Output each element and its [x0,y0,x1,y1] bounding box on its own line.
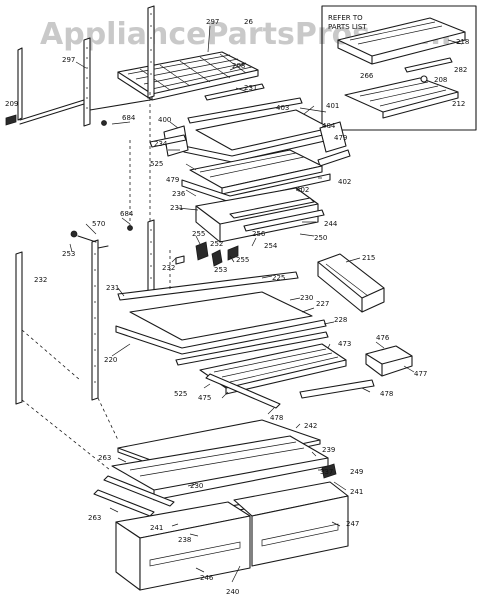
clip-parts [175,241,239,267]
label-236: 236 [172,190,186,198]
middle-posts [70,219,155,401]
label-263b: 263 [88,514,101,522]
label-403: 403 [276,104,289,112]
label-253a: 253 [62,250,75,258]
label-242: 242 [304,422,317,430]
rail-244 [243,209,325,232]
right-upper-post [147,5,155,99]
label-230b: 230 [190,482,203,490]
label-256: 256 [252,230,266,238]
label-404: 404 [322,122,336,130]
left-long-rail-232 [15,251,111,471]
label-478a: 478 [380,390,393,398]
label-241b: 241 [150,524,163,532]
label-230a: 230 [300,294,313,302]
label-232a: 232 [162,264,175,272]
label-218: 218 [456,38,469,46]
label-337: 337 [320,468,333,476]
label-241a: 241 [350,488,363,496]
label-225: 225 [272,274,285,282]
leader-lines [69,25,463,583]
label-475: 475 [198,394,211,402]
label-684b: 684 [120,210,134,218]
label-231a: 231 [244,84,257,92]
label-26: 26 [244,18,253,26]
glass-shelf-230 [115,291,329,366]
rail-403 [187,97,303,124]
label-254: 254 [264,242,278,250]
label-249: 249 [350,468,363,476]
label-212: 212 [452,100,465,108]
label-208a: 208 [232,62,245,70]
label-238: 238 [178,536,191,544]
clip-249 [321,463,337,479]
callout-labels: 297 26 218 297 208 231 266 282 209 208 2… [5,18,469,596]
label-477: 477 [414,370,427,378]
label-684a: 684 [122,114,136,122]
label-250: 250 [314,234,327,242]
label-240: 240 [226,588,239,596]
label-228: 228 [334,316,347,324]
label-247: 247 [346,520,359,528]
label-231b: 231 [170,204,183,212]
bracket-404 [319,121,347,153]
label-525a: 525 [150,160,163,168]
label-402b: 402 [296,186,309,194]
label-297b: 297 [62,56,75,64]
label-252: 252 [210,240,223,248]
rail-225 [117,271,299,301]
crisper-frame-473 [199,343,347,409]
bracket-479-right [317,149,351,167]
label-479b: 479 [166,176,179,184]
label-208b: 208 [434,76,447,84]
snack-pan [195,187,325,243]
inset-caption-line-1: REFER TO [328,14,363,22]
label-263a: 263 [98,454,111,462]
label-401: 401 [326,102,339,110]
inset-frame [321,5,477,131]
label-476: 476 [376,334,390,342]
label-227: 227 [316,300,329,308]
left-upper-rail [5,37,151,127]
label-255a: 255 [192,230,205,238]
label-220: 220 [104,356,117,364]
mid-shelf-assembly [181,149,331,203]
bracket-234 [149,134,187,148]
label-282: 282 [454,66,467,74]
label-244: 244 [324,220,338,228]
label-473: 473 [338,340,351,348]
label-253b: 253 [214,266,227,274]
label-255b: 255 [236,256,249,264]
label-400: 400 [158,116,171,124]
label-525b: 525 [174,390,187,398]
label-215: 215 [362,254,375,262]
door-bin-215 [317,253,385,313]
rail-478-right [299,379,375,399]
label-402a: 402 [338,178,351,186]
inset-crisper-assembly: REFER TO PARTS LIST [321,5,477,131]
label-246: 246 [200,574,214,582]
label-232b: 232 [34,276,47,284]
inset-caption-line-2: PARTS LIST [328,23,367,31]
rail-228 [175,331,329,366]
label-297a: 297 [206,18,219,26]
crisper-cover-476 [365,345,413,377]
label-266: 266 [360,72,374,80]
label-234: 234 [154,140,168,148]
inset-rail [404,57,453,73]
rail-231 [204,83,265,101]
label-570: 570 [92,220,105,228]
label-209: 209 [5,100,18,108]
label-478b: 478 [270,414,283,422]
label-239: 239 [322,446,335,454]
crisper-drawers [115,481,349,591]
label-479a: 479 [334,134,347,142]
label-231c: 231 [106,284,119,292]
